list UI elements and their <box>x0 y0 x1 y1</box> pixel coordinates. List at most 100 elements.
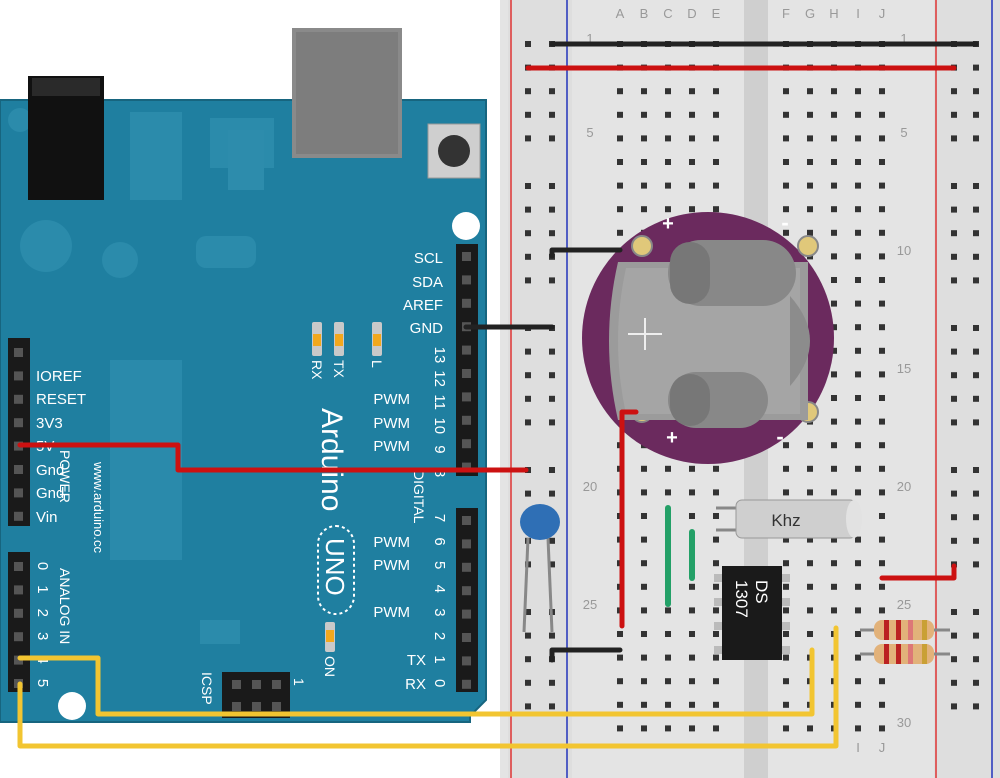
col-label-i: I <box>856 6 860 21</box>
dc-power-jack <box>28 76 104 200</box>
breadboard-hole <box>879 395 885 401</box>
header-pin[interactable] <box>14 511 23 521</box>
reset-button-cap[interactable] <box>438 135 470 167</box>
capacitor-lead <box>522 537 530 633</box>
breadboard-hole <box>855 536 861 543</box>
rail-hole <box>549 419 555 426</box>
header-pin[interactable] <box>14 655 23 665</box>
breadboard-hole <box>855 347 861 354</box>
header-pin[interactable] <box>462 656 471 666</box>
header-pin[interactable] <box>14 465 23 474</box>
header-pin[interactable] <box>462 609 471 619</box>
breadboard-hole <box>617 159 623 165</box>
breadboard-hole <box>641 111 647 118</box>
pin-label-reset: RESET <box>36 391 86 408</box>
header-pin[interactable] <box>462 298 471 308</box>
header-pin[interactable] <box>14 418 23 428</box>
breadboard-hole <box>713 631 719 637</box>
header-pin[interactable] <box>462 415 471 425</box>
breadboard-hole <box>783 701 789 708</box>
breadboard-hole <box>807 583 813 590</box>
breadboard-hole <box>665 489 671 496</box>
row-number-15-right: 15 <box>897 361 911 376</box>
breadboard-hole <box>879 607 885 614</box>
breadboard-hole <box>879 513 885 519</box>
header-pin[interactable] <box>14 632 23 642</box>
header-pin[interactable] <box>462 679 471 689</box>
rail-hole <box>973 537 979 544</box>
wire-black-bottom <box>549 647 623 663</box>
breadboard-hole <box>855 182 861 189</box>
chip-pin <box>714 598 722 606</box>
breadboard-hole <box>807 725 813 732</box>
breadboard-hole <box>879 678 885 685</box>
breadboard-hole <box>665 182 671 189</box>
digital-pin-number: 6 <box>431 537 448 545</box>
rail-hole <box>973 277 979 284</box>
header-pin[interactable] <box>462 392 471 402</box>
breadboard-hole <box>855 465 861 472</box>
rail-hole <box>525 88 531 95</box>
analog-pin-number: 3 <box>34 632 51 640</box>
header-pin[interactable] <box>14 562 23 571</box>
breadboard-hole <box>689 678 695 685</box>
header-pin[interactable] <box>462 462 471 472</box>
breadboard-hole <box>783 560 789 567</box>
digital-header-top <box>456 244 478 476</box>
breadboard-hole <box>879 159 885 165</box>
digital-pin-number: 2 <box>431 632 448 640</box>
breadboard-hole <box>879 229 885 236</box>
breadboard-hole <box>807 229 813 236</box>
wire-red-vbat <box>619 409 639 629</box>
rail-hole <box>525 395 531 402</box>
breadboard-hole <box>855 111 861 118</box>
rail-hole <box>525 419 531 426</box>
breadboard-hole <box>617 206 623 213</box>
rail-hole <box>951 277 957 284</box>
microcontroller-footprint <box>110 360 182 560</box>
header-pin[interactable] <box>462 539 471 549</box>
breadboard-hole <box>713 583 719 590</box>
led-rx-color <box>335 334 343 346</box>
header-pin[interactable] <box>462 562 471 572</box>
breadboard-hole <box>783 182 789 189</box>
header-pin[interactable] <box>14 488 23 498</box>
header-pin[interactable] <box>462 275 471 285</box>
header-pin[interactable] <box>462 345 471 355</box>
header-pin[interactable] <box>462 633 471 642</box>
breadboard-hole <box>831 465 837 472</box>
rail-hole <box>973 419 979 426</box>
breadboard-hole <box>665 631 671 637</box>
rail-hole <box>549 395 555 402</box>
breadboard-hole <box>807 88 813 95</box>
header-pin[interactable] <box>462 369 471 378</box>
breadboard-hole <box>641 465 647 472</box>
header-pin[interactable] <box>14 394 23 404</box>
header-pin[interactable] <box>462 252 471 261</box>
rail-hole <box>525 230 531 237</box>
breadboard-hole <box>783 88 789 95</box>
resistor-band <box>908 644 913 664</box>
header-pin[interactable] <box>462 516 471 525</box>
header-pin[interactable] <box>14 585 23 595</box>
col-label-h: H <box>829 6 838 21</box>
rail-hole <box>973 656 979 663</box>
header-pin[interactable] <box>14 348 23 357</box>
breadboard-hole <box>641 583 647 590</box>
breadboard-hole <box>713 701 719 708</box>
header-pin[interactable] <box>462 586 471 596</box>
header-pin[interactable] <box>462 439 471 449</box>
rail-hole <box>973 183 979 189</box>
rail-hole <box>973 206 979 213</box>
row-numbers: 1 1 5 5 10 15 20 20 25 25 30 <box>583 31 911 730</box>
header-pin[interactable] <box>14 608 23 618</box>
breadboard-hole <box>879 701 885 708</box>
icsp-pin <box>232 680 241 689</box>
header-pin[interactable] <box>14 371 23 381</box>
breadboard-hole <box>641 489 647 496</box>
rtc-breakout-board: + - + - <box>582 210 834 464</box>
breadboard-hole <box>879 111 885 118</box>
breadboard-hole <box>713 536 719 543</box>
breadboard-hole <box>831 607 837 614</box>
rail-hole <box>973 703 979 710</box>
